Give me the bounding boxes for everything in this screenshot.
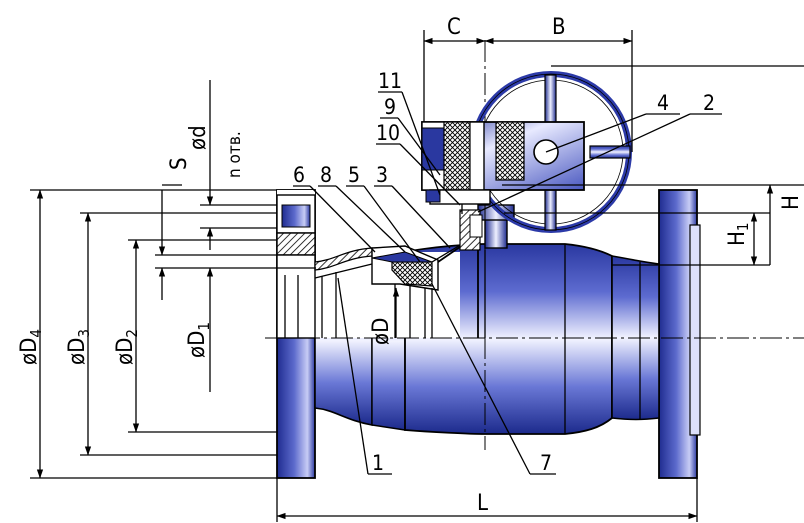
dimension-annotations: L C B H1 H øD4 øD3 øD2 [17, 15, 804, 522]
holes-note: n отв. [225, 131, 245, 178]
section-cutaway [277, 190, 460, 338]
dim-D3-label: øD3 [65, 329, 93, 365]
callout-9: 9 [384, 95, 396, 119]
handwheel-spoke-horizontal [589, 145, 631, 159]
dim-B-label: B [552, 15, 566, 40]
stem-housing [484, 217, 508, 249]
callout-6: 6 [293, 163, 305, 187]
callout-5: 5 [348, 163, 360, 187]
dim-H1-label: H1 [725, 223, 752, 246]
part-callouts: 11 9 10 6 8 5 3 4 2 1 7 [293, 69, 722, 475]
callout-7: 7 [540, 451, 552, 475]
dim-H-label: H [779, 195, 804, 210]
dim-C-label: C [447, 15, 461, 40]
callout-3: 3 [376, 163, 388, 187]
dim-D-label: øD [369, 318, 394, 345]
callout-11: 11 [378, 69, 402, 93]
callout-1: 1 [372, 451, 384, 475]
dim-d-label: ød [186, 125, 211, 150]
dim-D1-label: øD1 [185, 322, 213, 358]
callout-2: 2 [703, 91, 715, 115]
dim-D4-label: øD4 [17, 329, 45, 365]
callout-10: 10 [376, 121, 400, 145]
valve-body [265, 40, 804, 479]
gearbox-assembly [421, 71, 632, 233]
callout-8: 8 [320, 163, 332, 187]
dim-L-label: L [477, 491, 488, 516]
callout-4: 4 [657, 91, 669, 115]
dim-D2-label: øD2 [113, 329, 141, 365]
dim-S-label: S [167, 157, 192, 170]
